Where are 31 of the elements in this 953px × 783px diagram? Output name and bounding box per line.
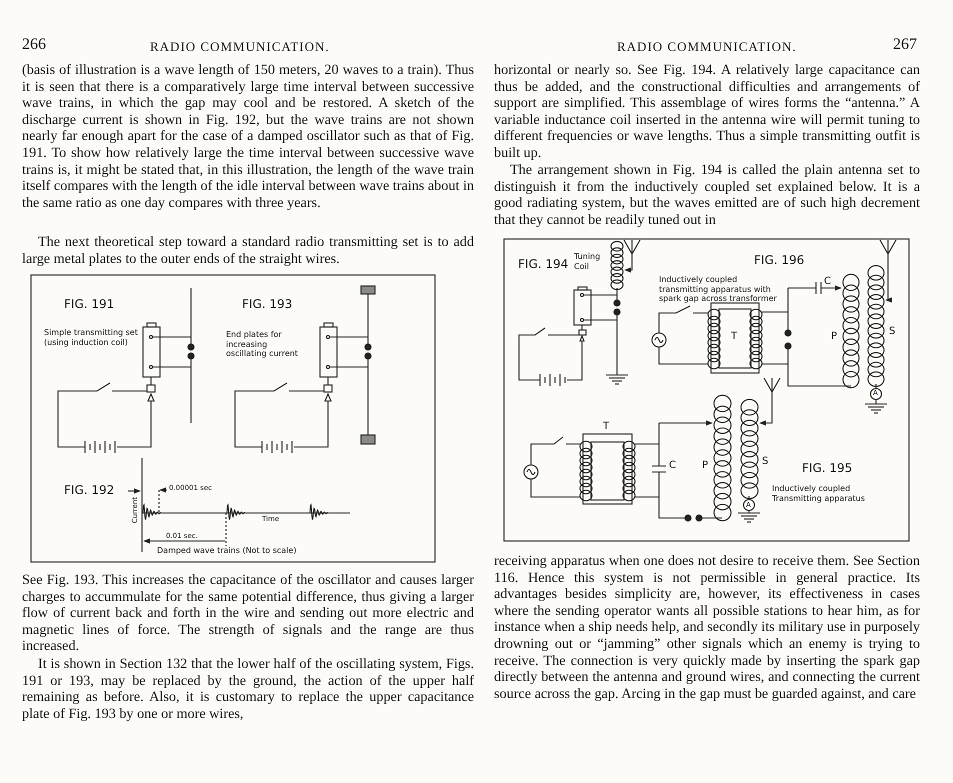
figure-label: FIG. 195 <box>802 461 852 475</box>
figure-label: FIG. 194 <box>518 257 568 271</box>
figure-label: FIG. 191 <box>64 297 114 311</box>
body-paragraph: (basis of illustration is a wave length of 150 meters, 20 waves to a train). Thus it is seen that there is a comparatively large time interval between successive wave trains, in which the gap may cool and be restored. A sketch of the discharge current is shown in Fig. 192, but the wave trains are not shown nearly far enough apart for the case of a damped oscillator such as that of Fig. 191. To show how relatively large the time interval between successive wave trains is, it might be stated that, in this illustration, the length of the wave train itself compares with the length of the idle interval between wave trains about in the same ratio as one day compares with three years. <box>22 62 474 212</box>
figure-caption: Simple transmitting set (using induction coil) <box>44 328 139 347</box>
figure-label: FIG. 192 <box>64 483 114 497</box>
body-paragraph: It is shown in Section 132 that the lower half of the oscillating system, Figs. 191 or 193, may be replaced by the ground, the action of the upper half remaining as before. Also, it is customary to replace the upper capacitance plate of Fig. 193 by one or more wires, <box>22 656 474 722</box>
figure-label: FIG. 196 <box>754 253 804 267</box>
running-head: RADIO COMMUNICATION. <box>617 39 797 55</box>
component-label: P <box>702 460 708 471</box>
figure-label: FIG. 193 <box>242 297 292 311</box>
page-number: 266 <box>22 36 46 54</box>
component-label: Tuning Coil <box>574 252 602 271</box>
page-number: 267 <box>893 36 917 54</box>
body-paragraph: The next theoretical step toward a standard radio transmitting set is to add large metal plates to the outer ends of the straight wires. <box>22 234 474 268</box>
component-label: S <box>762 456 768 467</box>
component-label: T <box>603 421 610 432</box>
figure-caption: Inductively coupled Transmitting apparatus <box>772 484 866 503</box>
running-head: RADIO COMMUNICATION. <box>150 39 330 55</box>
component-label: P <box>831 331 838 342</box>
component-label: C <box>669 460 676 471</box>
component-label: C <box>824 276 831 287</box>
body-paragraph: The arrangement shown in Fig. 194 is called the plain antenna set to distinguish it from the inductively coupled set explained below. It is a good radiating system, but the waves emitted are of such high decrement that they cannot be readily tuned out in <box>494 162 920 228</box>
figure-caption: Damped wave trains (Not to scale) <box>157 546 296 556</box>
figure-caption: End plates for increasing oscillating current <box>226 330 299 358</box>
body-paragraph: horizontal or nearly so. See Fig. 194. A relatively large capacitance can thus be added, and the constructional difficulties and arrangements of support are simplified. This assemblage of wires forms the “antenna.” A variable inductance coil inserted in the antenna wire will permit tuning to different frequencies or wave lengths. Thus a simple transmitting outfit is built up. <box>494 62 920 162</box>
body-paragraph: See Fig. 193. This increases the capacitance of the oscillator and causes larger charges to accummulate for the same potential difference, thus giving a larger flow of current back and forth in the wire and sending out more electric and magnetic lines of force. The strength of signals and the range are thus increased. <box>22 572 474 655</box>
component-label: S <box>889 326 896 337</box>
figure-caption: Inductively coupled transmitting apparatus with spark gap across transformer <box>659 275 778 304</box>
body-paragraph: receiving apparatus when one does not desire to receive them. See Section 116. Hence this system is not permissible in general practice. Its advantages besides simplicity are, however, its effectiveness in cases where the sending operator wants all possible stations to hear him, as for instance when a ship needs help, and secondly its military use in purposely drowning out or “jamming” other signals which an enemy is trying to receive. The connection is very quickly made by inserting the spark gap directly between the antenna and ground wires, and connecting the current source across the gap. Arcing in the gap must be guarded against, and care <box>494 553 920 702</box>
component-label: T <box>731 331 738 342</box>
